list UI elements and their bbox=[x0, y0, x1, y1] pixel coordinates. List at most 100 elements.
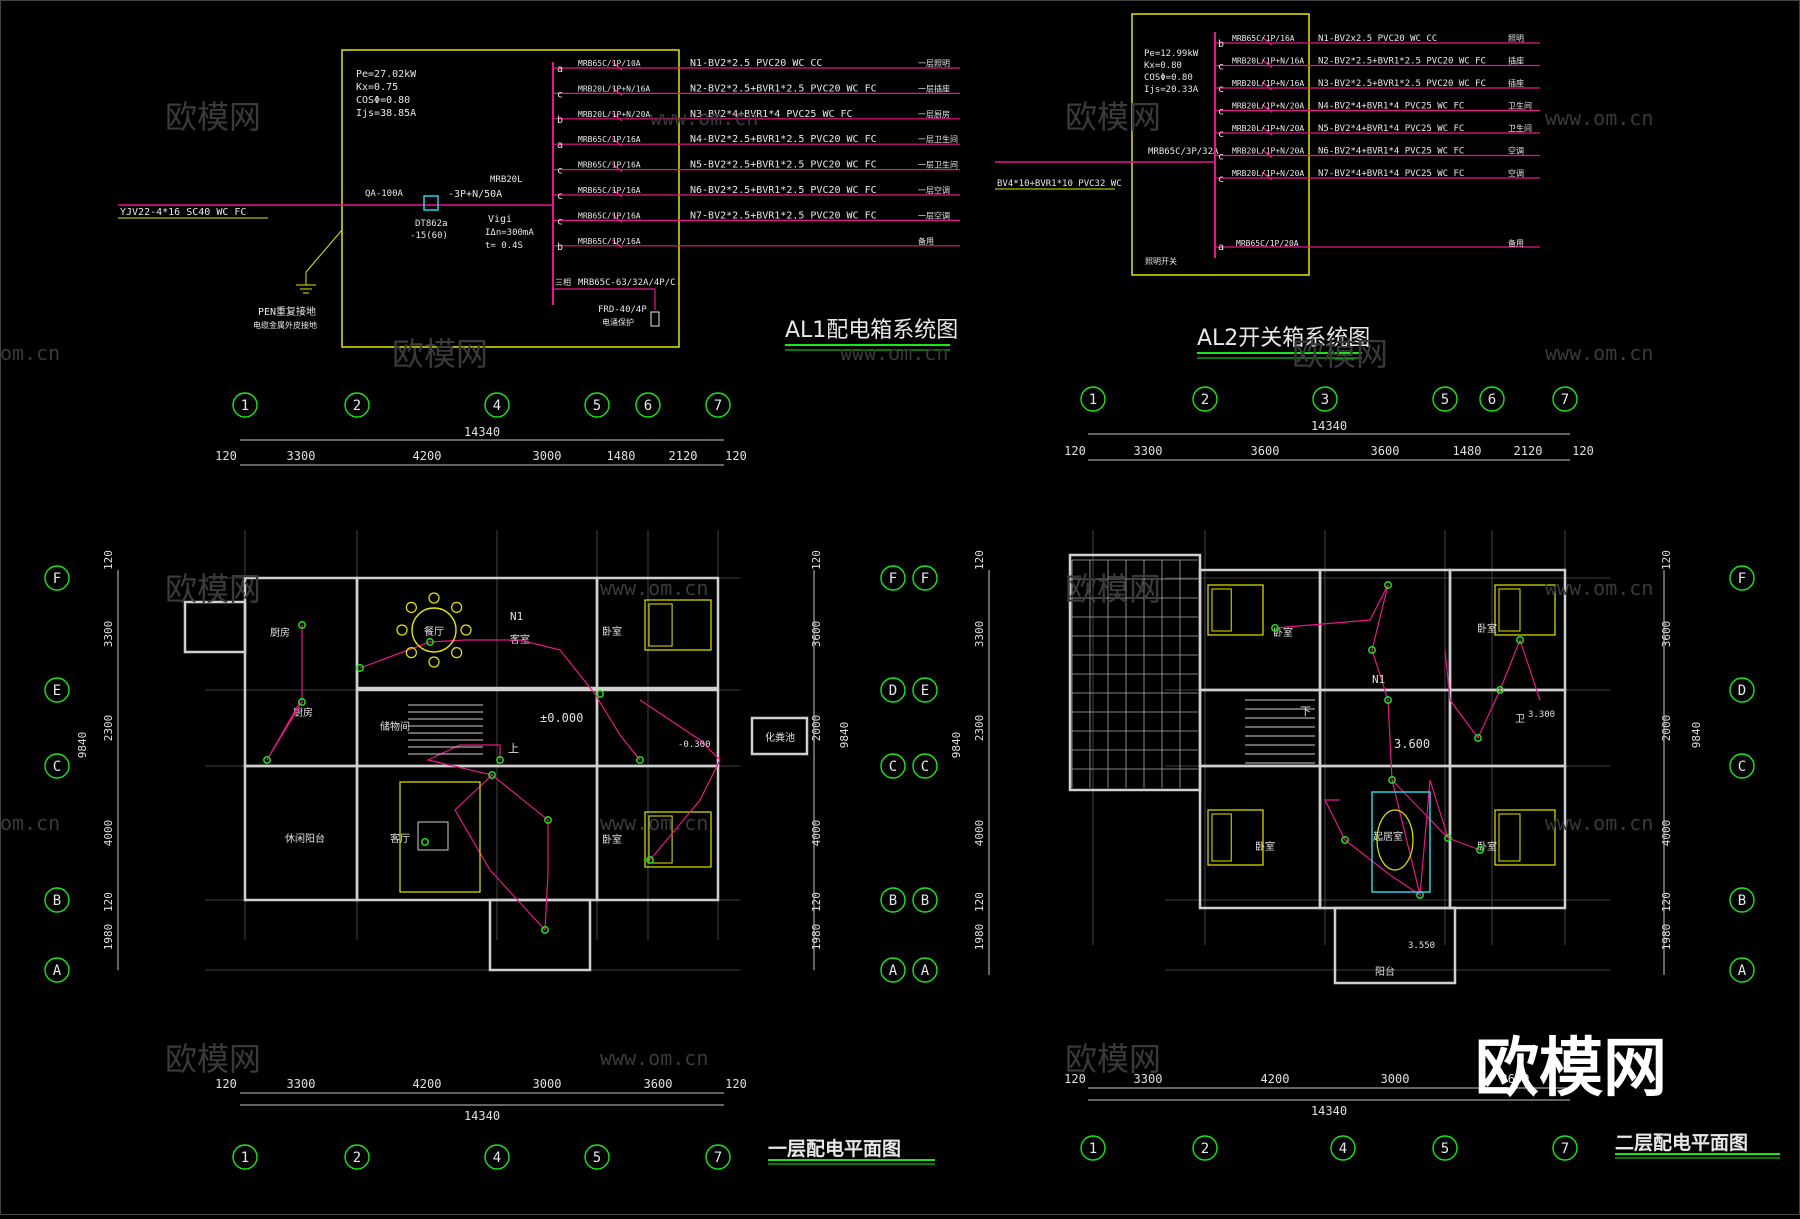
circuit-wiring bbox=[454, 774, 546, 931]
watermark-4: 欧模网 bbox=[1292, 335, 1388, 373]
al1-param-ijs: Ijs=38.85A bbox=[356, 108, 416, 119]
plan2-level-mark: 3.600 bbox=[1394, 737, 1430, 751]
al1-meter: DT862a bbox=[415, 219, 448, 229]
plan1-axis-top-5-bubble bbox=[705, 392, 731, 418]
plan2-dim-right-0: 120 bbox=[1660, 550, 1673, 570]
al1-system-diagram: Pe=27.02kW Kx=0.75 COSΦ=0.80 Ijs=38.85A … bbox=[118, 49, 960, 351]
plan1-dim-bottom-5: 120 bbox=[725, 1077, 747, 1091]
watermark-3: 欧模网 bbox=[1065, 98, 1161, 136]
plan2-axis-left-2: C bbox=[921, 759, 929, 775]
plan1-axis-right-0-bubble bbox=[880, 565, 906, 591]
plan1-dim-right-5: 1980 bbox=[810, 924, 823, 951]
al2-circuit-use: 空调 bbox=[1508, 168, 1524, 178]
plan2-dim-left-5: 1980 bbox=[973, 924, 986, 951]
al2-box-frame bbox=[1131, 13, 1310, 276]
bed-pillow bbox=[648, 603, 673, 647]
plan1-axis-left-4: A bbox=[53, 963, 62, 979]
light-fixture-symbol bbox=[596, 690, 604, 698]
plan1-axis-left-3: B bbox=[53, 893, 61, 909]
al1-circuit-breaker: MRB20L/1P+N/20A bbox=[578, 110, 650, 119]
plan1-room-storage: 储物间 bbox=[380, 720, 410, 733]
al1-spd: FRD-40/4P bbox=[598, 305, 647, 315]
bed-furniture bbox=[1207, 809, 1264, 866]
al1-breaker-symbol bbox=[611, 86, 623, 96]
watermark-url-5: www.om.cn bbox=[600, 576, 708, 600]
light-fixture-symbol bbox=[1444, 834, 1452, 842]
al2-spare-phase: a bbox=[1218, 242, 1224, 253]
plan2-axis-bottom-2-bubble bbox=[1330, 1135, 1356, 1161]
plan2-axis-bottom-4: 7 bbox=[1561, 1141, 1569, 1157]
plan2-axis-bottom-1-bubble bbox=[1192, 1135, 1218, 1161]
plan1-dim-bottom-0: 120 bbox=[215, 1077, 237, 1091]
plan1-dim-right-2: 2000 bbox=[810, 715, 823, 742]
light-fixture-symbol bbox=[1341, 836, 1349, 844]
plan1-bath-level: -0.300 bbox=[678, 740, 711, 750]
plan2-axis-top-3-bubble bbox=[1432, 386, 1458, 412]
al2-breaker-symbol bbox=[1261, 149, 1273, 158]
plan1-axis-left-4-bubble bbox=[44, 957, 70, 983]
dining-chair-outline bbox=[460, 624, 472, 636]
light-fixture-symbol bbox=[1496, 686, 1504, 694]
plan2-axis-left-0-bubble bbox=[912, 565, 938, 591]
plan2-dim-overall-bottom: 14340 bbox=[1311, 1104, 1347, 1118]
plan2-axis-left-3-bubble bbox=[912, 887, 938, 913]
bed-pillow bbox=[1211, 813, 1232, 862]
al1-circuit-phase: c bbox=[557, 216, 563, 227]
plan1-axis-bottom-2: 4 bbox=[493, 1150, 501, 1166]
plan2-dim-top-6: 120 bbox=[1572, 444, 1594, 458]
al1-circuit-use: 一层空调 bbox=[918, 210, 950, 220]
al2-breaker-symbol bbox=[1261, 59, 1273, 68]
plan1-axis-bottom-1: 2 bbox=[353, 1150, 361, 1166]
plan2-dim-right-total: 9840 bbox=[1690, 722, 1703, 749]
plan2-dim-top-3: 3600 bbox=[1371, 444, 1400, 458]
plan1-axis-right-0: F bbox=[889, 571, 897, 587]
plan2-dim-top-1: 3300 bbox=[1134, 444, 1163, 458]
plan1-axis-top-1-bubble bbox=[344, 392, 370, 418]
plan1-room-septic: 化粪池 bbox=[765, 731, 795, 744]
al1-circuit-breaker: MRB20L/1P+N/16A bbox=[578, 84, 650, 93]
plan2-axis-top-4-bubble bbox=[1479, 386, 1505, 412]
al1-breaker-symbol bbox=[611, 188, 623, 198]
plan1-axis-left-0: F bbox=[53, 571, 61, 587]
light-fixture-symbol bbox=[298, 698, 306, 706]
al1-circuit-breaker: MRB65C/1P/16A bbox=[578, 211, 641, 220]
plan2-axis-right-0-bubble bbox=[1729, 565, 1755, 591]
al1-breaker-symbol bbox=[611, 61, 623, 71]
al2-spare-use: 备用 bbox=[1508, 238, 1524, 248]
plan2-bath-level: 3.300 bbox=[1528, 710, 1555, 720]
watermark-url-left-1: om.cn bbox=[0, 341, 60, 365]
al1-circuit-use: 备用 bbox=[918, 236, 934, 246]
al1-circuit-breaker: MRB65C/1P/16A bbox=[578, 161, 641, 170]
watermark-url-left-2: om.cn bbox=[0, 811, 60, 835]
al2-circuit-cable: N4-BV2*4+BVR1*4 PVC25 WC FC bbox=[1318, 102, 1464, 112]
plan1-axis-bottom-0-bubble bbox=[232, 1144, 258, 1170]
plan2-dim-bottom-4: 3600 bbox=[1501, 1072, 1530, 1086]
plan2-axis-right-3: B bbox=[1738, 893, 1746, 909]
plan1-room-kitchen: 厨房 bbox=[270, 626, 290, 639]
watermark-url-4: www.om.cn bbox=[1545, 341, 1653, 365]
dining-chair-outline bbox=[428, 592, 440, 604]
dining-chair-outline bbox=[405, 601, 417, 613]
bed-furniture bbox=[644, 599, 712, 651]
plan1-axis-bottom-1-bubble bbox=[344, 1144, 370, 1170]
plan2-dim-top-0: 120 bbox=[1064, 444, 1086, 458]
plan1-axis-bottom-3: 5 bbox=[593, 1150, 601, 1166]
al1-breaker-symbol bbox=[611, 163, 623, 173]
light-fixture-symbol bbox=[496, 756, 504, 764]
light-fixture-symbol bbox=[636, 756, 644, 764]
plan1-dim-right-0: 120 bbox=[810, 550, 823, 570]
plan1-axis-bottom-0: 1 bbox=[241, 1150, 249, 1166]
plan1-axis-top-2-bubble bbox=[484, 392, 510, 418]
al2-circuit-phase: c bbox=[1218, 174, 1224, 185]
wall bbox=[243, 764, 359, 902]
plan1-axis-bottom-4: 7 bbox=[714, 1150, 722, 1166]
plan2-axis-top-5-bubble bbox=[1552, 386, 1578, 412]
plan1-room-bed2: 卧室 bbox=[602, 833, 622, 846]
plan2-axis-left-1-bubble bbox=[912, 677, 938, 703]
light-fixture-symbol bbox=[421, 838, 429, 846]
al2-param-pe: Pe=12.99kW bbox=[1144, 49, 1199, 59]
al2-breaker-symbol bbox=[1261, 81, 1273, 91]
bed-pillow bbox=[1498, 813, 1521, 862]
plan1-dim-left-3: 4000 bbox=[102, 820, 115, 847]
wall bbox=[595, 764, 720, 902]
